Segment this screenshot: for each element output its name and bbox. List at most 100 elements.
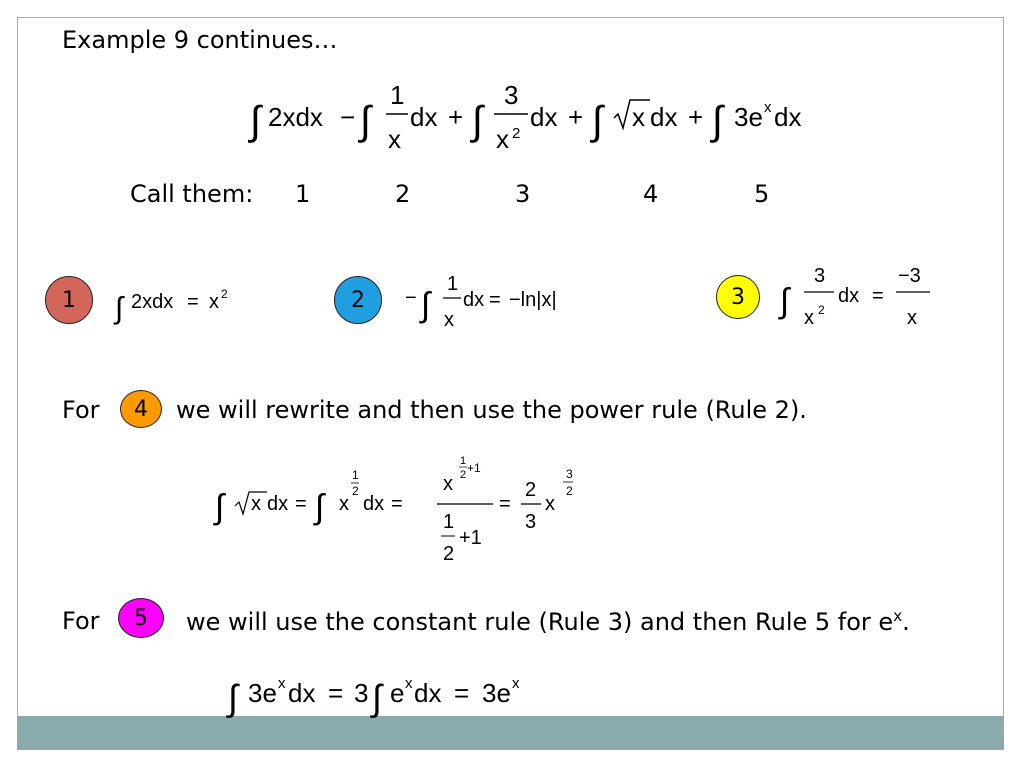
svg-text:∫: ∫ xyxy=(248,99,264,143)
svg-text:e: e xyxy=(390,678,404,708)
svg-text:∫: ∫ xyxy=(590,99,606,143)
svg-text:x: x xyxy=(764,99,772,116)
for-5-superscript: x xyxy=(893,607,903,625)
badge-4: 4 xyxy=(120,390,162,428)
svg-text:1: 1 xyxy=(460,455,466,467)
svg-text:dx: dx xyxy=(774,102,801,132)
svg-text:dx: dx xyxy=(414,678,441,708)
call-number-2: 2 xyxy=(395,180,411,208)
svg-text:+: + xyxy=(448,102,463,132)
svg-text:∫: ∫ xyxy=(313,488,326,526)
slide-title: Example 9 continues… xyxy=(62,26,338,54)
svg-text:2: 2 xyxy=(818,303,825,317)
svg-text:∫: ∫ xyxy=(370,677,384,718)
svg-text:x: x xyxy=(512,675,520,692)
svg-text:−3: −3 xyxy=(898,265,921,287)
svg-text:3: 3 xyxy=(504,80,518,110)
svg-text:3e: 3e xyxy=(734,102,763,132)
svg-text:x: x xyxy=(251,493,261,515)
equation-4: ∫ x dx = ∫ x 1 2 dx = x 1 2 +1 1 2 +1 = … xyxy=(213,455,573,565)
svg-text:2xdx: 2xdx xyxy=(268,102,323,132)
svg-text:∫: ∫ xyxy=(113,292,125,325)
svg-text:−ln|x|: −ln|x| xyxy=(509,289,557,311)
call-number-3: 3 xyxy=(515,180,531,208)
for-5-main-text: we will use the constant rule (Rule 3) a… xyxy=(186,608,894,636)
svg-text:x: x xyxy=(388,124,401,154)
call-number-5: 5 xyxy=(754,180,770,208)
for-5-text: we will use the constant rule (Rule 3) a… xyxy=(186,607,910,636)
svg-text:−: − xyxy=(405,287,417,309)
svg-text:dx: dx xyxy=(363,493,384,515)
svg-text:∫: ∫ xyxy=(470,99,486,143)
call-them-label: Call them: xyxy=(130,180,254,208)
svg-text:x: x xyxy=(209,291,219,313)
badge-1: 1 xyxy=(45,276,93,324)
call-number-1: 1 xyxy=(295,180,311,208)
badge-3: 3 xyxy=(716,275,760,319)
svg-text:x: x xyxy=(278,675,286,692)
svg-text:∫: ∫ xyxy=(419,286,432,324)
svg-text:=: = xyxy=(872,285,884,307)
svg-text:x: x xyxy=(907,307,917,329)
for-4-text: we will rewrite and then use the power r… xyxy=(176,396,807,424)
svg-text:∫: ∫ xyxy=(358,99,374,143)
svg-text:2: 2 xyxy=(525,479,536,501)
svg-text:3: 3 xyxy=(566,467,573,481)
svg-text:=: = xyxy=(295,493,307,515)
svg-text:x: x xyxy=(444,309,454,331)
svg-text:dx: dx xyxy=(463,289,484,311)
svg-text:−: − xyxy=(340,102,355,132)
svg-text:∫: ∫ xyxy=(778,282,791,320)
equation-3: ∫ 3 x 2 dx = −3 x xyxy=(778,265,930,329)
svg-text:=: = xyxy=(489,289,501,311)
svg-text:1: 1 xyxy=(390,80,404,110)
svg-text:x: x xyxy=(339,493,349,515)
svg-text:2: 2 xyxy=(352,484,359,498)
svg-text:dx: dx xyxy=(288,678,315,708)
svg-text:3e: 3e xyxy=(482,678,511,708)
for-4-label: For xyxy=(62,396,100,424)
svg-text:3: 3 xyxy=(814,265,825,287)
svg-text:x: x xyxy=(405,675,413,692)
svg-text:+: + xyxy=(568,102,583,132)
svg-text:+: + xyxy=(688,102,703,132)
svg-text:2xdx: 2xdx xyxy=(131,291,173,313)
badge-5: 5 xyxy=(118,598,164,638)
svg-text:3e: 3e xyxy=(248,678,277,708)
svg-text:=: = xyxy=(454,678,469,708)
svg-text:2: 2 xyxy=(460,469,466,481)
svg-text:x: x xyxy=(804,307,814,329)
call-number-4: 4 xyxy=(643,180,659,208)
badge-2: 2 xyxy=(334,276,382,324)
svg-text:=: = xyxy=(499,493,511,515)
for-5-period: . xyxy=(902,608,910,636)
for-5-label: For xyxy=(62,607,100,635)
svg-text:2: 2 xyxy=(443,543,454,565)
svg-text:∫: ∫ xyxy=(213,488,226,526)
equation-1: ∫ 2xdx = x 2 xyxy=(113,287,228,325)
svg-text:3: 3 xyxy=(525,511,536,533)
svg-text:=: = xyxy=(187,291,199,313)
svg-text:dx: dx xyxy=(530,102,557,132)
svg-text:dx: dx xyxy=(267,493,288,515)
svg-text:∫: ∫ xyxy=(226,677,240,718)
svg-text:dx: dx xyxy=(838,285,859,307)
slide-frame xyxy=(17,17,1004,750)
equation-5: ∫ 3e x dx = 3 ∫ e x dx = 3e x xyxy=(226,675,520,718)
svg-text:x: x xyxy=(545,493,555,515)
svg-text:1: 1 xyxy=(447,273,458,295)
svg-text:3: 3 xyxy=(354,678,368,708)
svg-text:+1: +1 xyxy=(459,527,482,549)
svg-text:2: 2 xyxy=(512,125,520,142)
svg-text:∫: ∫ xyxy=(710,99,726,143)
svg-text:dx: dx xyxy=(650,102,677,132)
main-integral-equation: ∫ 2xdx − ∫ 1 x dx + ∫ 3 x 2 dx + ∫ x dx … xyxy=(248,80,801,154)
svg-text:=: = xyxy=(391,493,403,515)
svg-text:1: 1 xyxy=(443,511,454,533)
svg-text:2: 2 xyxy=(566,484,573,498)
svg-text:+1: +1 xyxy=(467,461,481,475)
footer-bar xyxy=(17,716,1004,750)
svg-text:dx: dx xyxy=(410,102,437,132)
svg-text:x: x xyxy=(496,124,509,154)
svg-text:x: x xyxy=(443,473,453,495)
